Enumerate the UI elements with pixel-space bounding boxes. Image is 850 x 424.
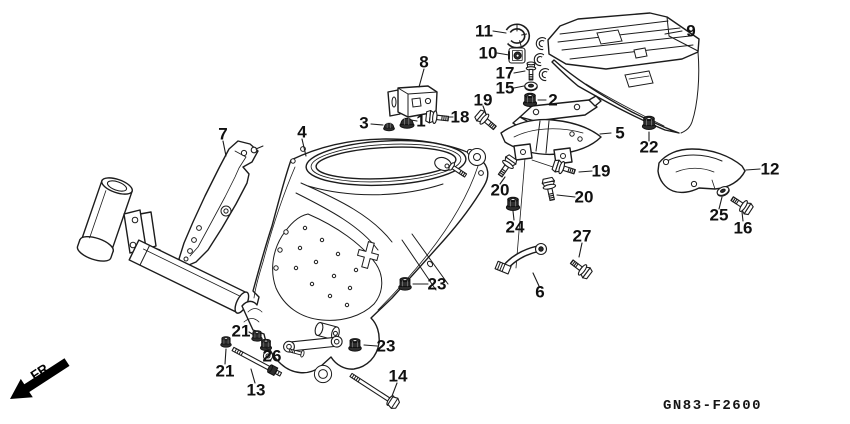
leader-line [391,382,398,397]
callout-label-6: 6 [535,283,544,302]
callout-label-10: 10 [479,44,498,63]
leader-line [512,210,515,221]
nut-2-drawing [522,92,538,107]
leader-line [248,331,255,336]
callout-label-11: 11 [475,22,493,41]
leader-line [741,211,744,222]
callout-label-2: 2 [548,91,557,110]
fr-arrow-icon [10,358,70,399]
bolt-16-drawing [728,192,755,217]
callout-label-15: 15 [496,79,515,98]
stud-bolt-13-drawing [231,346,283,377]
nut-21a-drawing [251,330,263,342]
callout-label-8: 8 [419,53,428,72]
leader-line [224,348,227,365]
leader-lines [222,30,761,397]
down-tube-drawing [128,239,250,314]
bolt-19b-drawing [551,158,578,179]
callout-label-7: 7 [218,125,227,144]
leader-line [745,168,761,171]
leader-line [578,242,583,258]
callout-label-1: 1 [416,112,425,131]
fasteners [220,23,755,352]
leader-line [664,30,683,35]
diagram-code: GN83-F2600 [663,398,762,414]
leader-line [718,196,723,210]
callout-label-26: 26 [263,347,282,366]
cross-cutout [356,241,380,269]
callout-label-18: 18 [451,108,470,127]
callout-label-22: 22 [640,138,659,157]
leader-line [492,30,507,34]
washer-15-drawing [524,81,538,92]
leader-line [513,70,526,74]
callout-label-24: 24 [506,218,525,237]
callout-label-23a: 23 [428,275,447,294]
callout-label-12: 12 [761,160,780,179]
callout-label-19b: 19 [592,162,611,181]
callout-labels: 11 10 17 15 2 9 8 3 1 18 19 5 22 7 4 12 … [216,22,780,400]
leader-line [599,132,612,135]
nut-22-drawing [641,115,657,130]
leader-line [496,52,510,56]
callout-label-27: 27 [573,227,592,246]
fr-direction-indicator: FR. [10,358,70,399]
steering-head-tube-drawing [76,177,133,262]
leader-line [578,170,593,173]
rear-fender-9-drawing [533,12,700,134]
bracket-5-drawing [500,95,602,269]
leader-line [499,176,506,185]
clip-11-drawing [505,23,531,49]
frame-body-4-drawing [241,138,489,384]
bolt-27-drawing [567,256,594,281]
leader-line [410,119,418,122]
bolt-20b-drawing [540,176,559,202]
mud-flap-12-drawing [657,148,746,194]
nut-23b-drawing [348,338,362,352]
callout-label-25: 25 [710,206,729,225]
leader-line [556,194,576,198]
leader-line [222,140,227,157]
bolt-18-drawing [425,109,450,126]
bolt-20a-drawing [494,153,519,180]
leader-line [482,105,487,115]
callout-label-4: 4 [297,123,307,142]
grommet-3-drawing [383,122,395,132]
panel-rivet-holes [273,225,359,308]
leader-line [370,123,384,126]
engine-hanger-details [243,308,343,384]
pipe-stay-6-drawing [494,242,548,275]
nut-23a-drawing [398,277,412,291]
callout-label-3: 3 [359,114,368,133]
nut-21b-drawing [220,336,232,348]
bolt-14-drawing [349,372,401,409]
leader-line [363,344,378,347]
callout-label-21a: 21 [232,322,251,341]
callout-label-14: 14 [389,367,408,386]
leader-line [301,138,307,157]
callout-label-13: 13 [247,381,266,400]
bolt-19a-drawing [473,108,500,134]
diagram-line-art [76,12,746,409]
fender-hooks [533,37,550,82]
bolt-17-drawing [525,61,537,81]
plate-bracket-7-drawing [178,140,264,268]
callout-label-23b: 23 [377,337,396,356]
callout-label-20a: 20 [491,181,510,200]
callout-label-17: 17 [496,64,515,83]
callout-label-5: 5 [615,124,624,143]
leader-line [265,347,270,351]
leader-line [250,368,256,384]
callout-label-19a: 19 [474,91,493,110]
callout-label-21b: 21 [216,362,235,381]
callout-label-9: 9 [686,22,695,41]
leader-line [418,68,425,88]
leader-line [513,85,525,89]
callout-label-16: 16 [734,219,753,238]
callout-label-20b: 20 [575,188,594,207]
grommet-1-drawing [399,116,415,129]
leader-line [532,272,540,287]
clip-nut-10-drawing [508,47,526,64]
